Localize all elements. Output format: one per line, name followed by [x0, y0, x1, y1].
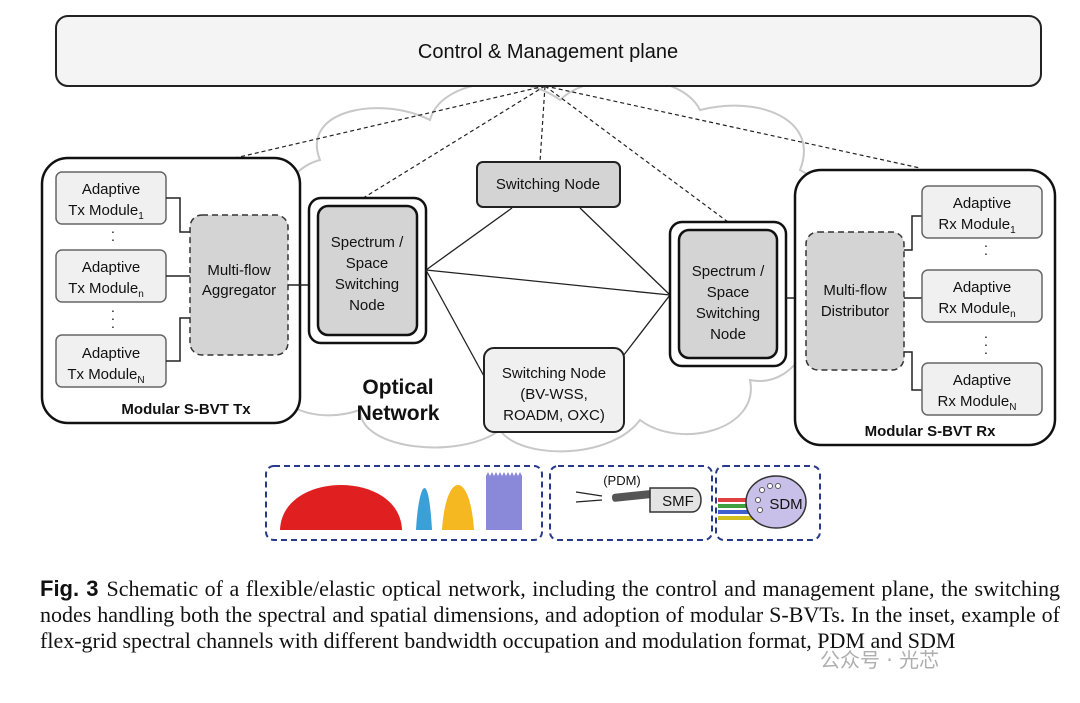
right-node-line3: Switching — [696, 305, 760, 322]
left-node-line4: Node — [349, 297, 385, 314]
sdm-label: SDM — [769, 496, 802, 513]
aggregator-line1: Multi-flow — [207, 262, 271, 279]
right-node-line2: Space — [707, 284, 750, 301]
left-node-line3: Switching — [335, 276, 399, 293]
inset-pdm-box — [549, 465, 713, 541]
distributor-line2: Distributor — [821, 303, 889, 320]
svg-text:.: . — [111, 315, 115, 331]
multi-flow-distributor — [805, 231, 905, 371]
smf-fiber-icon — [649, 487, 702, 513]
svg-text:.: . — [984, 234, 988, 250]
smf-label: SMF — [662, 493, 694, 510]
rx-module-n-line2: Rx Modulen — [938, 300, 1015, 320]
watermark: 公众号 · 光芯 — [820, 648, 940, 672]
tx-module-n-line2: Tx Modulen — [68, 280, 144, 300]
switching-node-bottom-line1: Switching Node — [502, 365, 606, 382]
network-links — [425, 207, 671, 379]
tx-ellipsis: .. ... — [111, 220, 115, 331]
spectral-channel-wide — [280, 485, 402, 530]
switching-node-bottom — [483, 347, 625, 433]
tx-module-1-line1: Adaptive — [82, 181, 140, 198]
left-node-line2: Space — [346, 255, 389, 272]
pdm-arrows-icon — [575, 491, 603, 503]
rx-module-N: Adaptive Rx ModuleN — [921, 362, 1043, 416]
rx-ellipsis: .. ... — [984, 234, 988, 357]
switching-node-top-label: Switching Node — [496, 176, 600, 193]
rx-module-links — [904, 215, 922, 391]
fiber-core-icon — [611, 490, 653, 502]
rx-module-1: Adaptive Rx Module1 — [921, 185, 1043, 239]
rx-module-n-line1: Adaptive — [953, 279, 1011, 296]
tx-title: Modular S-BVT Tx — [121, 401, 251, 418]
tx-module-n-line1: Adaptive — [82, 259, 140, 276]
switching-node-top — [476, 161, 621, 208]
network-diagram: Control & Management plane Adaptive Tx M… — [40, 15, 1057, 541]
tx-module-1-line2: Tx Module1 — [68, 202, 144, 222]
left-spectrum-node: Spectrum / Space Switching Node — [307, 196, 428, 345]
svg-text:.: . — [111, 220, 115, 236]
control-links — [234, 85, 921, 223]
tx-module-links — [166, 197, 190, 362]
spectral-channel-narrow — [416, 488, 432, 530]
distributor-line1: Multi-flow — [823, 282, 887, 299]
tx-module-N-line1: Adaptive — [82, 345, 140, 362]
rx-module-N-line2: Rx ModuleN — [938, 393, 1017, 413]
rx-module-n: Adaptive Rx Modulen — [921, 269, 1043, 323]
right-node-line1: Spectrum / — [692, 263, 765, 280]
spectral-channel-comb — [486, 472, 522, 530]
sdm-fiber-bundle-icon — [718, 475, 807, 529]
svg-text:.: . — [984, 242, 988, 258]
rx-title: Modular S-BVT Rx — [865, 423, 996, 440]
svg-text:.: . — [111, 299, 115, 315]
tx-module-N: Adaptive Tx ModuleN — [55, 334, 167, 388]
optical-network-line2: Network — [357, 402, 440, 425]
rx-module-N-line1: Adaptive — [953, 372, 1011, 389]
switching-node-bottom-line2: (BV-WSS, — [520, 386, 588, 403]
tx-module-n: Adaptive Tx Modulen — [55, 249, 167, 303]
right-spectrum-node: Spectrum / Space Switching Node — [668, 220, 788, 368]
rx-module-1-line1: Adaptive — [953, 195, 1011, 212]
control-plane-label: Control & Management plane — [418, 41, 678, 63]
aggregator-line2: Aggregator — [202, 282, 276, 299]
spectral-channel-medium — [442, 485, 474, 530]
switching-node-bottom-line3: ROADM, OXC) — [503, 407, 605, 424]
control-plane-box — [55, 15, 1042, 87]
svg-text:.: . — [984, 333, 988, 349]
pdm-label: (PDM) — [603, 473, 641, 488]
svg-text:.: . — [111, 307, 115, 323]
left-node-line1: Spectrum / — [331, 234, 404, 251]
rx-module-1-line2: Rx Module1 — [938, 216, 1016, 236]
svg-text:.: . — [984, 341, 988, 357]
caption-text: Schematic of a flexible/elastic optical … — [40, 576, 1061, 653]
tx-module-1: Adaptive Tx Module1 — [55, 171, 167, 225]
right-node-line4: Node — [710, 326, 746, 343]
svg-text:.: . — [984, 325, 988, 341]
figure-number: Fig. 3 — [40, 576, 99, 601]
tx-module-N-line2: Tx ModuleN — [67, 366, 144, 386]
optical-network-line1: Optical — [362, 376, 433, 399]
svg-text:.: . — [111, 228, 115, 244]
